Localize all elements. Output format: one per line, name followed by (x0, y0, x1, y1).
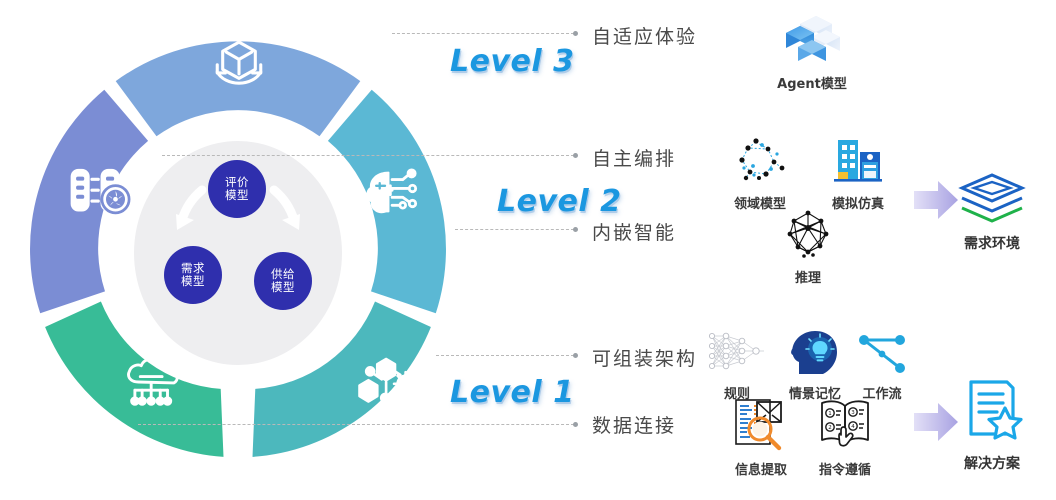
result-caption-demand-environment: 需求环境 (964, 236, 1020, 252)
level-3-label: Level 3 (450, 44, 575, 79)
brain-mesh-icon (770, 208, 846, 265)
capability-wheel: 评价 模型 需求 模型 供给 模型 (26, 8, 506, 490)
icon-tile-episodic-memory[interactable]: 情景记忆 (772, 328, 858, 402)
node-graph-icon (714, 134, 806, 191)
icon-caption-instruction-following: 指令遵循 (818, 463, 871, 478)
level-1-label: Level 1 (450, 375, 575, 410)
connector-composable-architecture (436, 355, 574, 356)
connector-data-connectivity (138, 424, 574, 425)
icon-caption-reasoning: 推理 (794, 271, 821, 286)
doc-magnifier-icon (716, 396, 806, 457)
hub-circle-demand[interactable]: 需求 模型 (164, 246, 222, 304)
capability-label-composable-architecture: 可组装架构 (592, 348, 698, 370)
hub-flow-arrowheads (176, 214, 300, 230)
wheel-segment-left[interactable] (30, 89, 149, 314)
connector-dot-data-connectivity (573, 422, 578, 427)
connector-dot-embedded-intelligence (573, 227, 578, 232)
hub-supply-line2: 模型 (271, 280, 295, 294)
level-2-label: Level 2 (497, 184, 622, 219)
neural-net-icon (702, 330, 772, 381)
connector-dot-composable-architecture (573, 353, 578, 358)
svg-text:3: 3 (851, 410, 855, 416)
stacked-layers-icon (954, 173, 1030, 228)
wheel-segment-right-lower[interactable] (252, 301, 431, 457)
connector-dot-adaptive-experience (573, 31, 578, 36)
connector-dot-autonomous-orchestration (573, 153, 578, 158)
book-hand-icon: 1 2 3 4 (800, 396, 890, 457)
document-star-icon (957, 380, 1027, 448)
capability-label-autonomous-orchestration: 自主编排 (592, 148, 677, 170)
arrow-to-demand-environment (912, 178, 960, 227)
icon-caption-domain-model: 领域模型 (733, 197, 786, 212)
icon-caption-information-extraction: 信息提取 (734, 463, 787, 478)
connector-adaptive-experience (392, 33, 574, 34)
hub-evaluation-line1: 评价 (225, 175, 249, 190)
workflow-nodes-icon (846, 332, 918, 381)
hub-demand-line2: 模型 (181, 274, 205, 288)
icon-tile-instruction-following[interactable]: 1 2 3 4 指令遵循 (800, 396, 890, 478)
connector-embedded-intelligence (455, 229, 574, 230)
result-caption-solution: 解决方案 (964, 456, 1020, 472)
hub-circle-evaluation[interactable]: 评价 模型 (208, 160, 266, 218)
connector-autonomous-orchestration (162, 155, 574, 156)
arrow-to-solution (912, 400, 960, 449)
wheel-svg (30, 41, 446, 457)
svg-text:1: 1 (828, 411, 832, 417)
icon-tile-rules[interactable]: 规则 (702, 330, 772, 402)
icon-caption-workflow: 工作流 (862, 387, 902, 402)
hub-demand-line1: 需求 (181, 261, 205, 276)
result-tile-demand-environment[interactable]: 需求环境 (942, 170, 1042, 253)
hub-evaluation-line2: 模型 (225, 188, 249, 202)
capability-label-data-connectivity: 数据连接 (592, 415, 677, 437)
icon-tile-reasoning[interactable]: 推理 (770, 208, 846, 286)
svg-text:2: 2 (828, 425, 832, 431)
capability-label-adaptive-experience: 自适应体验 (592, 26, 698, 48)
icon-tile-information-extraction[interactable]: 信息提取 (716, 396, 806, 478)
icon-tile-workflow[interactable]: 工作流 (846, 332, 918, 402)
icon-tile-simulation[interactable]: 模拟仿真 (812, 134, 904, 212)
svg-text:4: 4 (851, 424, 855, 430)
hub-supply-line1: 供给 (271, 267, 295, 282)
icon-tile-domain-model[interactable]: 领域模型 (714, 134, 806, 212)
icon-tile-agent-model[interactable]: Agent模型 (764, 6, 860, 92)
icon-caption-rules: 规则 (723, 387, 750, 402)
isometric-cubes-icon (764, 6, 860, 71)
wheel-segment-right-upper[interactable] (327, 89, 446, 314)
icon-caption-simulation: 模拟仿真 (831, 197, 884, 212)
hub-circle-supply[interactable]: 供给 模型 (254, 252, 312, 310)
wheel-segment-top[interactable] (115, 41, 361, 137)
icon-caption-episodic-memory: 情景记忆 (788, 387, 841, 402)
head-bulb-icon (772, 328, 858, 381)
icon-caption-agent-model: Agent模型 (777, 77, 847, 92)
buildings-icon (812, 134, 904, 191)
capability-label-embedded-intelligence: 内嵌智能 (592, 222, 677, 244)
result-tile-solution[interactable]: 解决方案 (942, 378, 1042, 473)
